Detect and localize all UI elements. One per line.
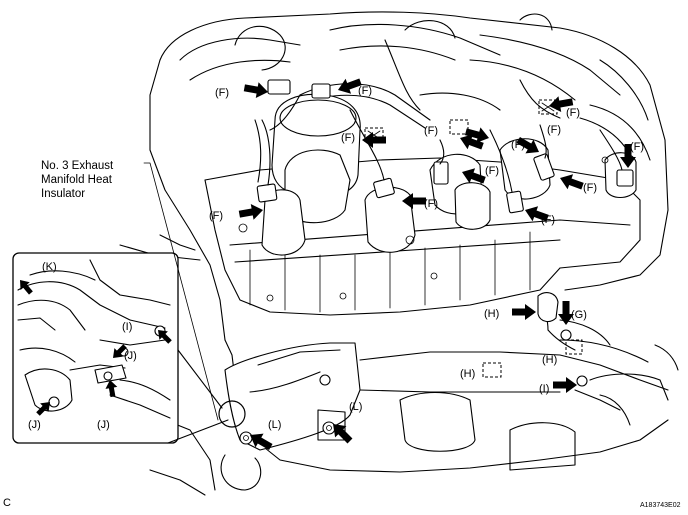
figure-code: A183743E02 <box>640 502 681 509</box>
label-i-inset: (I) <box>122 321 132 333</box>
arrow-f-3 <box>362 132 386 148</box>
label-f-3: (F) <box>341 132 355 144</box>
label-f-8: (F) <box>485 165 499 177</box>
label-j-1: (J) <box>124 350 137 362</box>
corner-letter: C <box>3 497 11 509</box>
label-f-12: (F) <box>630 141 644 153</box>
callout-no3-exhaust-manifold-heat-insulator: No. 3 Exhaust Manifold Heat Insulator <box>41 160 114 200</box>
engine-line-art <box>119 11 679 496</box>
label-f-5: (F) <box>424 198 438 210</box>
label-f-7: (F) <box>511 139 525 151</box>
callout-line-2: Manifold Heat <box>41 174 113 186</box>
label-k: (K) <box>42 261 57 273</box>
label-l-2: (L) <box>349 401 362 413</box>
label-l-1: (L) <box>268 419 281 431</box>
label-f-11: (F) <box>583 182 597 194</box>
arrow-f-1 <box>242 79 270 100</box>
labels: (F) (F) (F) (F) (F) (F) (F) (F) (F) (F) … <box>28 85 644 431</box>
label-f-9: (F) <box>541 214 555 226</box>
label-f-4: (F) <box>209 210 223 222</box>
label-f-13: (F) <box>566 107 580 119</box>
label-i: (I) <box>539 383 549 395</box>
inset-detail <box>12 252 246 444</box>
callout-line-1: No. 3 Exhaust <box>41 160 114 172</box>
label-j-2: (J) <box>28 419 41 431</box>
arrow-h <box>512 304 536 320</box>
arrow-i <box>553 377 577 393</box>
label-f-2: (F) <box>358 85 372 97</box>
label-h-1: (H) <box>484 308 499 320</box>
arrow-f-4 <box>237 202 265 223</box>
label-h-2: (H) <box>542 354 557 366</box>
callout-leader <box>143 162 219 421</box>
label-g: (G) <box>571 309 587 321</box>
label-f-6: (F) <box>424 125 438 137</box>
label-f-10: (F) <box>547 124 561 136</box>
callout-line-3: Insulator <box>41 188 85 200</box>
label-h-3: (H) <box>460 368 475 380</box>
label-f-1: (F) <box>215 87 229 99</box>
label-j-3: (J) <box>97 419 110 431</box>
